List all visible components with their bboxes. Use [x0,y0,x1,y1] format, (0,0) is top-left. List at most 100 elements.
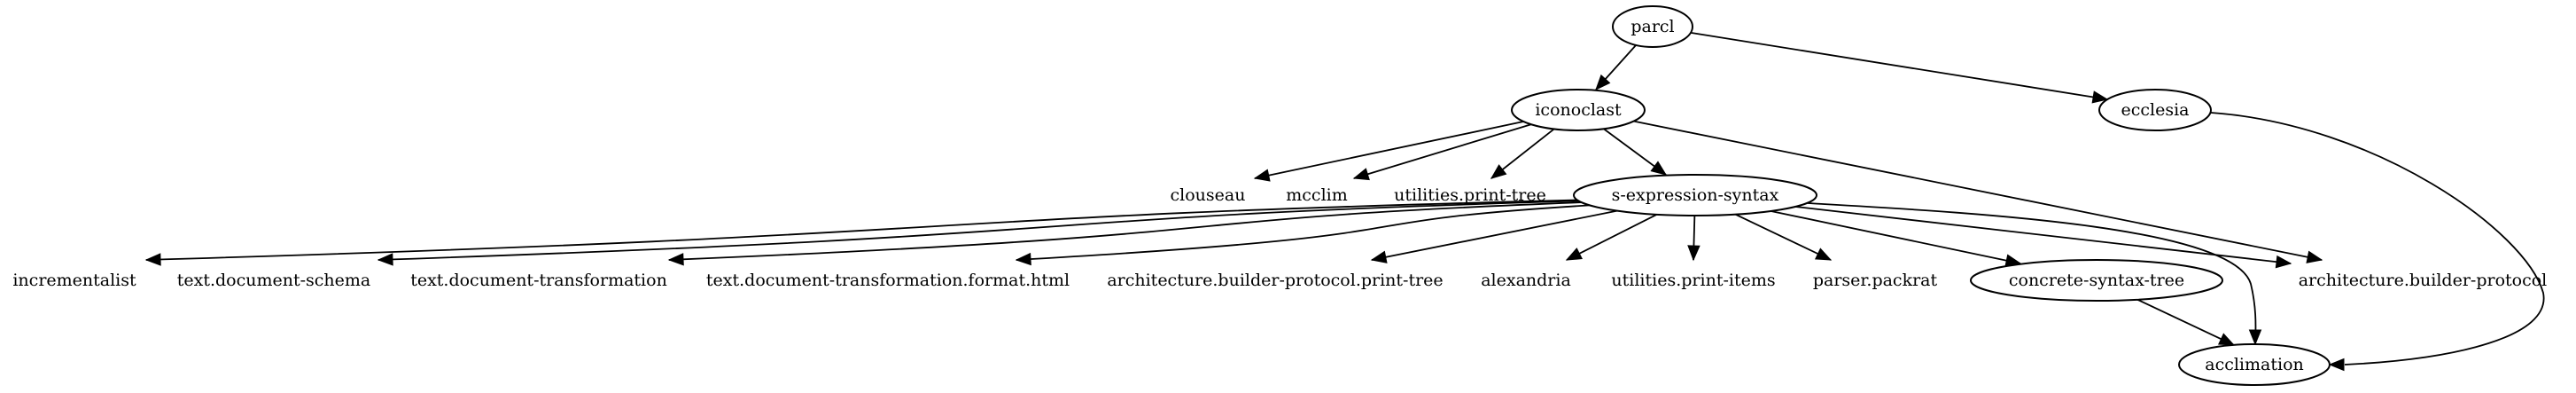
edge-line [668,201,1582,261]
arrowhead-icon [1687,245,1700,262]
node-utilities-print-tree: utilities.print-tree [1394,185,1546,205]
node-label: parcl [1630,17,1674,36]
arrowhead-icon [144,253,161,266]
node-concrete-syntax-tree: concrete-syntax-tree [1970,259,2223,302]
node-label: clouseau [1171,185,1246,205]
arrowhead-icon [2328,358,2345,372]
arrowhead-icon [2217,333,2236,346]
edge-iconoclast-to-architecture-builder-protocol [1633,120,2323,263]
arrowhead-icon [377,253,393,266]
edge-line [1016,204,1590,261]
arrowhead-icon [1015,252,1031,266]
node-label: architecture.builder-protocol [2299,271,2548,290]
edge-s-expression-syntax-to-text-document-schema [377,200,1579,266]
arrowhead-icon [1650,161,1668,176]
node-label: alexandria [1481,271,1571,290]
graph-nodes: parcl iconoclast ecclesia clouseau mcclim uti… [12,5,2548,386]
node-label: text.document-transformation.format.html [706,271,1070,290]
node-text-document-transformation-format-html: text.document-transformation.format.html [706,271,1070,290]
arrowhead-icon [1565,248,1583,261]
node-label: utilities.print-tree [1394,185,1546,205]
node-label: mcclim [1286,185,1347,205]
node-label: architecture.builder-protocol.print-tree [1107,271,1443,290]
edge-iconoclast-to-clouseau [1253,121,1524,182]
node-architecture-builder-protocol-print-tree: architecture.builder-protocol.print-tree [1107,271,1443,290]
edge-line [1371,209,1618,261]
edge-s-expression-syntax-to-parser-packrat [1735,213,1833,261]
edge-line [1633,120,2323,261]
node-ellipse [2178,343,2331,386]
arrowhead-icon [1370,250,1388,263]
node-label: concrete-syntax-tree [2009,271,2184,290]
node-label: ecclesia [2121,100,2189,120]
edge-ecclesia-to-acclimation [2210,112,2545,372]
graph-edges [144,31,2545,372]
node-ellipse [1970,259,2223,302]
arrowhead-icon [2275,255,2292,269]
node-clouseau: clouseau [1171,185,1246,205]
edge-s-expression-syntax-to-incrementalist [144,199,1578,266]
node-alexandria: alexandria [1481,271,1571,290]
edge-line [145,199,1578,261]
edge-s-expression-syntax-to-acclimation [1807,202,2262,346]
edge-s-expression-syntax-to-alexandria [1565,214,1658,261]
arrowhead-icon [2306,250,2323,263]
node-label: utilities.print-items [1611,271,1775,290]
edge-line [1690,31,2108,100]
edge-s-expression-syntax-to-architecture-builder-protocol [1795,206,2292,269]
edge-concrete-syntax-tree-to-acclimation [2136,298,2236,346]
edge-s-expression-syntax-to-text-document-transformation [667,201,1582,266]
node-incrementalist: incrementalist [12,271,136,290]
edge-line [1353,123,1532,179]
arrowhead-icon [2248,329,2262,346]
edge-iconoclast-to-utilities-print-tree [1490,128,1555,179]
node-ellipse [2098,89,2212,131]
node-label: iconoclast [1535,100,1622,120]
node-parser-packrat: parser.packrat [1813,271,1938,290]
arrowhead-icon [1253,169,1271,182]
node-iconoclast: iconoclast [1511,89,1646,131]
edge-line [1735,213,1832,261]
arrowhead-icon [2091,90,2109,104]
node-label: acclimation [2205,355,2304,374]
edge-iconoclast-to-s-expression-syntax [1603,128,1668,176]
node-ellipse [1573,174,1817,216]
node-ellipse [1511,89,1646,131]
edge-parcl-to-iconoclast [1595,44,1637,90]
edge-line [1807,202,2257,345]
node-mcclim: mcclim [1286,185,1347,205]
arrowhead-icon [1814,248,1833,261]
arrowhead-icon [1595,74,1611,90]
edge-line [377,200,1579,261]
edge-s-expression-syntax-to-concrete-syntax-tree [1771,210,2022,267]
node-text-document-schema: text.document-schema [177,271,371,290]
arrowhead-icon [667,253,684,266]
node-label: incrementalist [12,271,136,290]
node-ecclesia: ecclesia [2098,89,2212,131]
node-label: s-expression-syntax [1612,185,1779,205]
node-ellipse [1612,5,1693,48]
edge-s-expression-syntax-to-text-document-transformation-format-html [1015,204,1590,266]
edge-parcl-to-ecclesia [1690,31,2109,104]
edge-line [2210,112,2545,365]
node-label: text.document-schema [177,271,371,290]
edge-s-expression-syntax-to-architecture-builder-protocol-print-tree [1370,209,1618,263]
node-parcl: parcl [1612,5,1693,48]
node-architecture-builder-protocol: architecture.builder-protocol [2299,271,2548,290]
edge-line [1795,206,2292,264]
edge-line [1566,214,1658,261]
edge-line [1254,121,1524,179]
node-label: parser.packrat [1813,271,1938,290]
node-acclimation: acclimation [2178,343,2331,386]
node-utilities-print-items: utilities.print-items [1611,271,1775,290]
arrowhead-icon [1352,168,1370,181]
node-text-document-transformation: text.document-transformation [410,271,667,290]
edge-s-expression-syntax-to-utilities-print-items [1687,215,1700,262]
node-s-expression-syntax: s-expression-syntax [1573,174,1817,216]
arrowhead-icon [1490,164,1507,179]
edge-line [1771,210,2021,264]
node-label: text.document-transformation [410,271,667,290]
edge-line [2136,298,2235,346]
edge-iconoclast-to-mcclim [1352,123,1532,181]
